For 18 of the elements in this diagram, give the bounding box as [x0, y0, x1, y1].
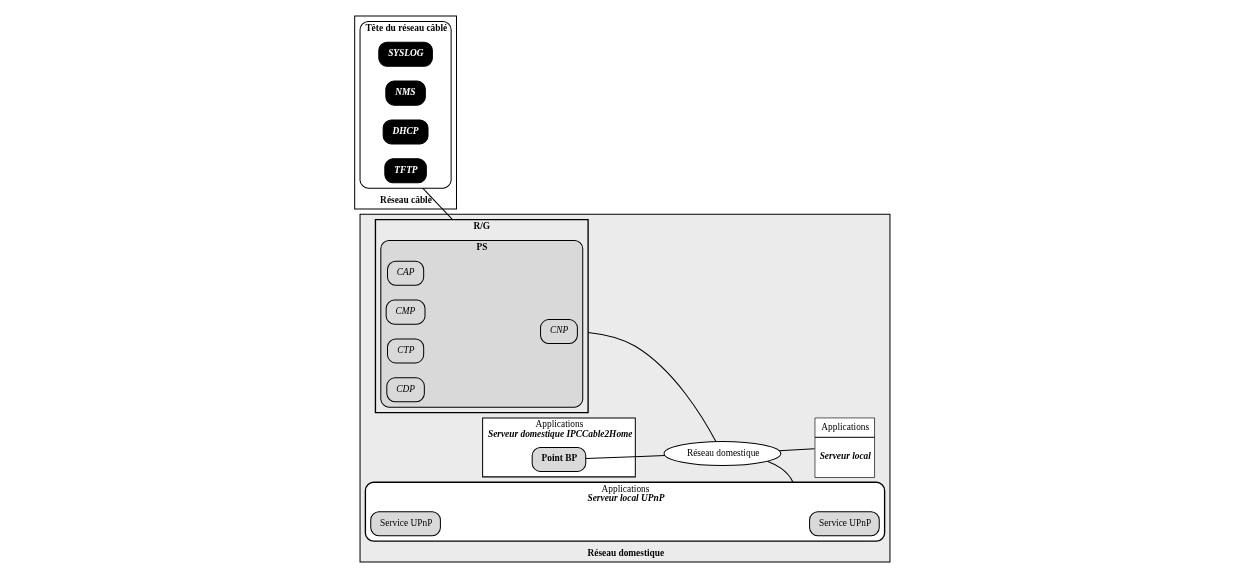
- connector: [778, 448, 815, 452]
- node-box: CAP: [386, 260, 424, 286]
- node-box: SYSLOG: [377, 41, 433, 67]
- connector: [587, 331, 716, 442]
- node-box: CTP: [386, 338, 424, 364]
- node-ellipse: Réseau domestique: [663, 440, 781, 466]
- connector: [421, 187, 453, 221]
- node-box: DHCP: [382, 119, 428, 145]
- node-box: Service UPnP: [808, 511, 880, 537]
- node-box: CDP: [385, 377, 425, 403]
- node-box: Point BP: [531, 446, 586, 472]
- node-box: NMS: [384, 80, 426, 106]
- node-box: TFTP: [383, 158, 427, 184]
- node-box: CMP: [385, 299, 425, 325]
- node-box: CNP: [539, 319, 578, 345]
- connector: [766, 460, 794, 483]
- node-box: Service UPnP: [369, 511, 441, 537]
- connector: [584, 455, 665, 459]
